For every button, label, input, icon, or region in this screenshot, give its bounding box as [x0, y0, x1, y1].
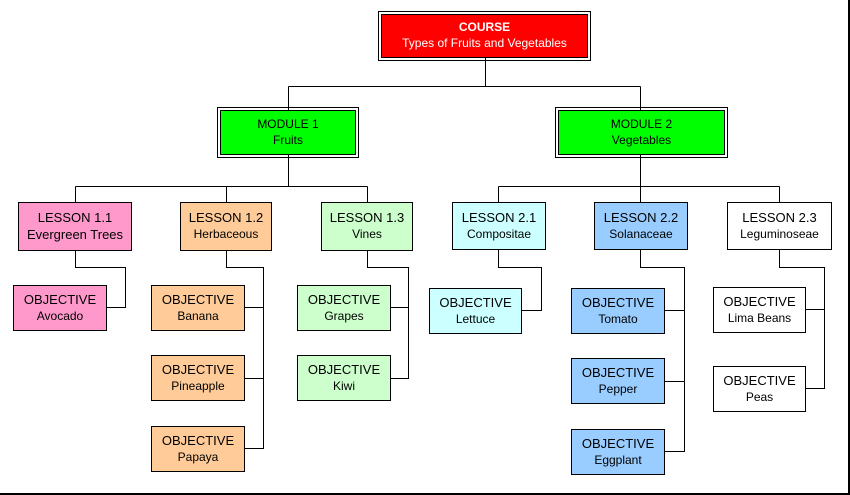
objective-subtitle: Papaya: [177, 449, 219, 464]
module-subtitle: Vegetables: [611, 132, 672, 147]
lesson-node-1-3[interactable]: LESSON 1.3 Vines: [321, 202, 413, 251]
objective-title: OBJECTIVE: [581, 435, 655, 451]
objective-node[interactable]: OBJECTIVE Pepper: [571, 358, 665, 404]
objective-node[interactable]: OBJECTIVE Peas: [713, 366, 806, 412]
objective-subtitle: Eggplant: [594, 452, 642, 467]
module-node-1[interactable]: MODULE 1 Fruits: [217, 107, 359, 158]
module-title: MODULE 1: [257, 116, 319, 131]
objective-subtitle: Tomato: [598, 311, 638, 326]
lesson-node-2-1[interactable]: LESSON 2.1 Compositae: [452, 202, 546, 250]
objective-node[interactable]: OBJECTIVE Tomato: [571, 288, 665, 334]
lesson-subtitle: Compositae: [466, 226, 532, 241]
course-node[interactable]: COURSE Types of Fruits and Vegetables: [378, 11, 591, 61]
objective-subtitle: Pepper: [598, 381, 638, 396]
objective-title: OBJECTIVE: [723, 293, 796, 309]
lesson-subtitle: Leguminoseae: [740, 226, 819, 241]
objective-title: OBJECTIVE: [581, 294, 655, 310]
objective-title: OBJECTIVE: [23, 291, 97, 307]
objective-node[interactable]: OBJECTIVE Lettuce: [429, 288, 522, 334]
objective-title: OBJECTIVE: [439, 294, 512, 310]
connector-lesson-2-2-objectives: [640, 250, 685, 452]
objective-node[interactable]: OBJECTIVE Eggplant: [571, 429, 665, 475]
objective-title: OBJECTIVE: [161, 291, 235, 307]
objective-subtitle: Peas: [745, 389, 774, 404]
connector-course-modules: [288, 58, 641, 110]
objective-subtitle: Avocado: [36, 308, 84, 323]
lesson-title: LESSON 1.1: [37, 209, 113, 225]
lesson-subtitle: Solanaceae: [609, 226, 673, 241]
objective-subtitle: Kiwi: [332, 378, 355, 393]
module-title: MODULE 2: [610, 116, 673, 131]
objective-node[interactable]: OBJECTIVE Kiwi: [297, 355, 391, 401]
lesson-node-2-2[interactable]: LESSON 2.2 Solanaceae: [594, 202, 688, 250]
connector-module1-lessons: [75, 155, 368, 202]
connector-lesson-1-3-objectives: [367, 251, 409, 379]
connector-module2-lessons: [498, 155, 780, 202]
objective-subtitle: Pineapple: [171, 378, 225, 393]
lesson-title: LESSON 2.1: [461, 209, 537, 225]
objective-node[interactable]: OBJECTIVE Pineapple: [151, 355, 245, 401]
lesson-node-2-3[interactable]: LESSON 2.3 Leguminoseae: [727, 202, 832, 250]
objective-title: OBJECTIVE: [161, 432, 235, 448]
objective-title: OBJECTIVE: [307, 291, 381, 307]
objective-node[interactable]: OBJECTIVE Avocado: [13, 285, 107, 331]
lesson-title: LESSON 1.2: [188, 210, 264, 226]
lesson-node-1-2[interactable]: LESSON 1.2 Herbaceous: [180, 202, 272, 251]
course-subtitle: Types of Fruits and Vegetables: [402, 36, 567, 50]
objective-node[interactable]: OBJECTIVE Banana: [151, 285, 245, 331]
objective-node[interactable]: OBJECTIVE Lima Beans: [713, 287, 806, 333]
lesson-subtitle: Herbaceous: [193, 227, 259, 242]
objective-node[interactable]: OBJECTIVE Papaya: [151, 426, 245, 472]
connector-lesson-1-2-objectives: [226, 251, 264, 449]
objective-title: OBJECTIVE: [307, 361, 381, 377]
lesson-title: LESSON 2.2: [603, 209, 679, 225]
connector-lesson-2-3-objectives: [779, 250, 825, 389]
objective-node[interactable]: OBJECTIVE Grapes: [297, 285, 391, 331]
objective-title: OBJECTIVE: [723, 372, 796, 388]
objective-subtitle: Lettuce: [455, 311, 496, 326]
objective-subtitle: Banana: [177, 308, 219, 323]
objective-subtitle: Lima Beans: [727, 310, 792, 325]
objective-title: OBJECTIVE: [161, 361, 235, 377]
lesson-subtitle: Evergreen Trees: [26, 226, 124, 242]
objective-subtitle: Grapes: [324, 308, 364, 323]
connector-lesson-2-1-objectives: [498, 250, 542, 311]
lesson-title: LESSON 1.3: [329, 210, 405, 226]
module-node-2[interactable]: MODULE 2 Vegetables: [555, 107, 728, 158]
objective-title: OBJECTIVE: [581, 364, 655, 380]
lesson-node-1-1[interactable]: LESSON 1.1 Evergreen Trees: [18, 202, 132, 251]
course-title: COURSE: [458, 20, 511, 35]
module-subtitle: Fruits: [273, 132, 303, 147]
connector-lesson-1-1-objectives: [75, 251, 126, 308]
lesson-subtitle: Vines: [352, 227, 382, 242]
lesson-title: LESSON 2.3: [742, 209, 817, 225]
